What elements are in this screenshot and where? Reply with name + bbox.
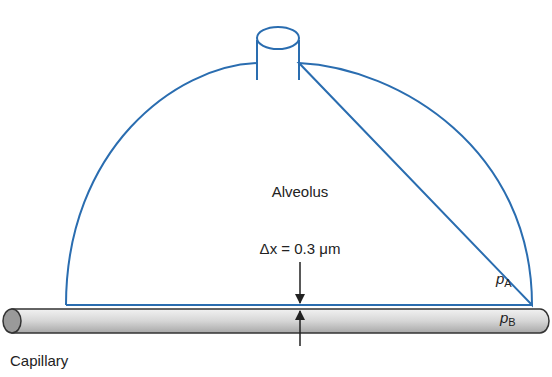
dimension-arrow — [299, 262, 301, 303]
alveolus-wall — [66, 63, 532, 305]
dimension-label: Δx = 0.3 μm — [260, 240, 341, 258]
pressure-symbol: pB — [500, 309, 516, 331]
capillary-region: pB Capillary — [0, 300, 552, 375]
alveolus-region: Alveolus pA — [66, 62, 532, 305]
neck-opening — [257, 27, 299, 49]
capillary-tube — [12, 309, 549, 333]
region-name: Capillary — [10, 352, 68, 370]
pressure-symbol: pA — [496, 270, 512, 292]
capillary-end — [3, 309, 21, 333]
region-name: Alveolus — [272, 183, 329, 201]
dimension-arrow — [299, 311, 301, 346]
